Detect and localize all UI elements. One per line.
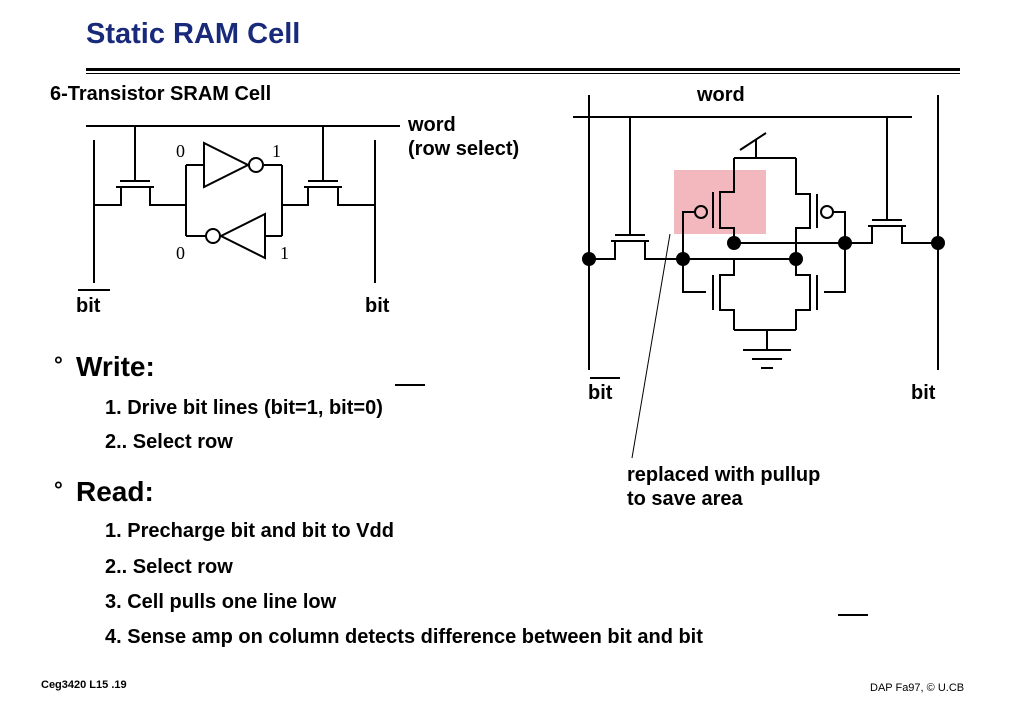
- value-0-bottom: 0: [176, 243, 185, 263]
- write-heading: Write:: [76, 351, 155, 382]
- pullup-note-line1: replaced with pullup: [627, 464, 821, 486]
- right-bitbar-overline: [590, 377, 620, 379]
- right-bit-label: bit: [911, 382, 936, 404]
- value-1-top: 1: [272, 141, 281, 161]
- read-step-2: 2.. Select row: [105, 556, 233, 578]
- read-bullet: °: [54, 477, 63, 502]
- read-bitbar-overline: [838, 614, 868, 616]
- left-bitbar-overline: [78, 289, 110, 291]
- write-bullet: °: [54, 352, 63, 377]
- left-bit-label: bit: [365, 295, 390, 317]
- write-bitbar-overline: [395, 384, 425, 386]
- left-bitbar-label: bit: [76, 295, 101, 317]
- write-step-1: 1. Drive bit lines (bit=1, bit=0): [105, 397, 383, 419]
- write-step-2: 2.. Select row: [105, 431, 233, 453]
- left-diagram-heading: 6-Transistor SRAM Cell: [50, 83, 272, 105]
- read-heading: Read:: [76, 476, 154, 507]
- value-1-bottom: 1: [280, 243, 289, 263]
- read-step-3: 3. Cell pulls one line low: [105, 591, 337, 613]
- page-title: Static RAM Cell: [86, 18, 301, 50]
- title-rule: [86, 68, 960, 71]
- value-0-top: 0: [176, 141, 185, 161]
- footer-left: Ceg3420 L15 .19: [41, 679, 127, 691]
- read-step-4: 4. Sense amp on column detects differenc…: [105, 626, 703, 648]
- pullup-note-line2: to save area: [627, 488, 743, 510]
- sram-6t-schematic: [86, 125, 400, 283]
- read-step-1: 1. Precharge bit and bit to Vdd: [105, 520, 394, 542]
- title-rule-thin: [86, 73, 960, 74]
- right-bitbar-label: bit: [588, 382, 613, 404]
- right-word-label: word: [697, 84, 745, 106]
- left-row-select-label: (row select): [408, 138, 520, 160]
- footer-right: DAP Fa97, © U.CB: [870, 682, 965, 694]
- left-word-label: word: [408, 114, 456, 136]
